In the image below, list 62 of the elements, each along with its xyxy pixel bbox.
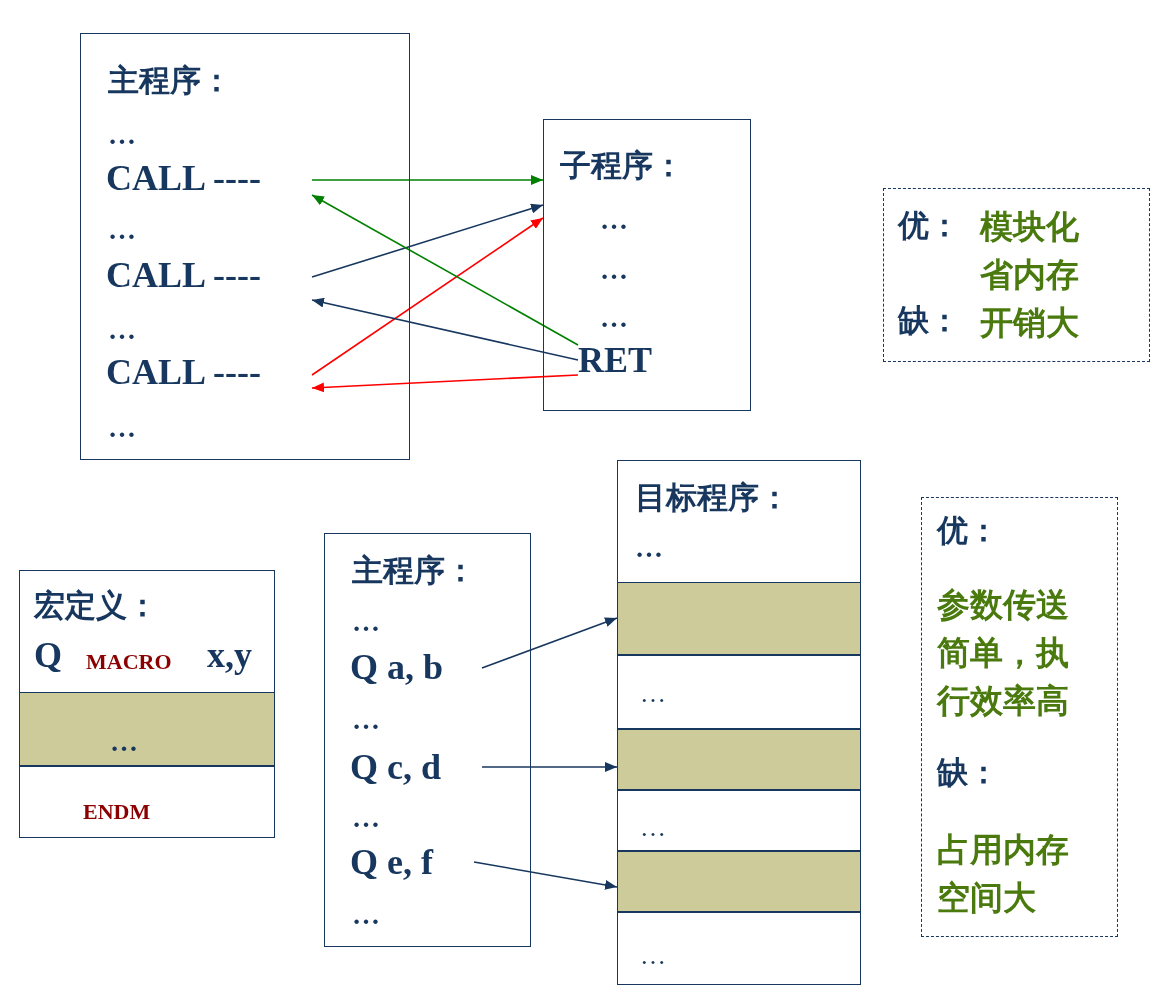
note-box [921, 497, 1118, 937]
object-program-box [617, 460, 861, 985]
program-box [80, 33, 410, 460]
arrow [473, 861, 618, 890]
ellipsis: … [640, 678, 666, 710]
call-statement: CALL ---- [106, 156, 308, 200]
heading: 主程序： [352, 551, 476, 590]
ellipsis: … [108, 118, 136, 152]
heading: 目标程序： [635, 478, 790, 517]
note-text: 参数传送简单，执行效率高 [937, 584, 1070, 722]
arrow [311, 374, 579, 393]
label-text: 缺： [898, 301, 960, 340]
macro-call: Q e, f [350, 840, 470, 884]
note-text: 占用内存空间大 [937, 829, 1070, 919]
arrow [311, 203, 544, 278]
call-statement: CALL ---- [106, 253, 308, 297]
code-text: x,y [207, 635, 252, 675]
return-statement: RET [578, 338, 664, 382]
ellipsis: … [352, 703, 380, 737]
subroutine-box [543, 119, 751, 411]
heading: 子程序： [560, 146, 684, 185]
ellipsis: … [352, 898, 380, 932]
macro-definition-box [19, 570, 275, 838]
ellipsis: … [352, 801, 380, 835]
ellipsis: … [600, 301, 628, 335]
ellipsis: … [640, 940, 666, 972]
ellipsis: … [600, 253, 628, 287]
label-text: 优： [898, 206, 960, 245]
ellipsis: … [640, 812, 666, 844]
arrow [311, 217, 544, 376]
label-text: 缺： [937, 753, 999, 792]
ellipsis: … [635, 531, 663, 565]
arrow [311, 175, 544, 185]
code-band [617, 790, 861, 851]
arrow [481, 617, 618, 669]
label-text: 优： [937, 511, 999, 550]
code-band [617, 851, 861, 912]
arrow [481, 762, 618, 772]
ellipsis: … [110, 725, 138, 759]
code-band [617, 582, 861, 655]
ellipsis: … [600, 203, 628, 237]
ellipsis: … [108, 411, 136, 445]
macro-call: Q a, b [350, 645, 478, 689]
macro-call: Q c, d [350, 745, 478, 789]
heading: 主程序： [108, 61, 232, 100]
note-text: 模块化省内存 [980, 206, 1080, 296]
code-band [617, 729, 861, 790]
keyword: ENDM [83, 798, 151, 826]
heading: 宏定义： [34, 586, 158, 625]
code-text: Q [34, 635, 62, 675]
note-text: 开销大 [980, 302, 1080, 344]
ellipsis: … [108, 313, 136, 347]
ellipsis: … [352, 605, 380, 639]
arrow [311, 194, 579, 346]
code-band [19, 692, 275, 766]
ellipsis: … [108, 213, 136, 247]
note-box [883, 188, 1150, 362]
call-statement: CALL ---- [106, 350, 308, 394]
keyword: MACRO [86, 648, 172, 676]
arrow [311, 297, 579, 361]
program-box [324, 533, 531, 947]
code-band [617, 655, 861, 729]
